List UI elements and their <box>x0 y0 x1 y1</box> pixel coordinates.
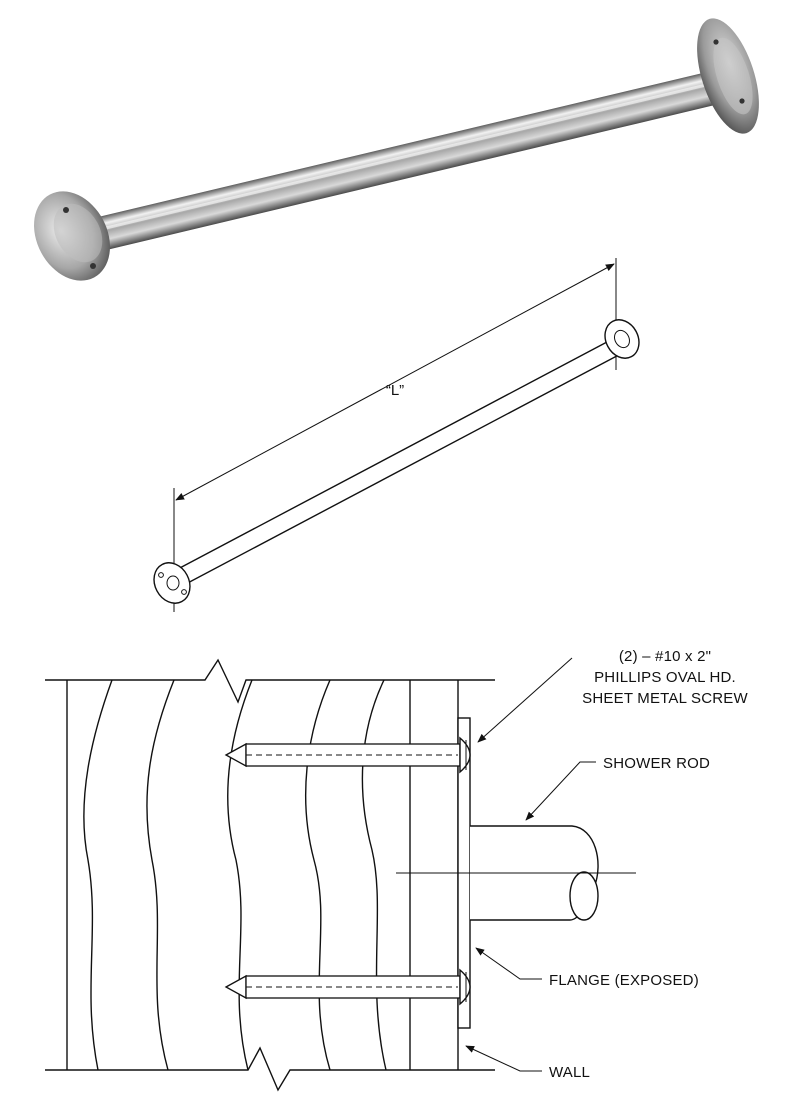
screw-label-line1: (2) – #10 x 2" <box>619 648 711 665</box>
dimension-arrow <box>175 263 615 501</box>
upper-screw <box>224 736 471 774</box>
lower-screw <box>224 968 471 1006</box>
left-flange-photo <box>34 191 110 281</box>
wood-backing <box>45 658 495 1092</box>
screw-label-line2: PHILLIPS OVAL HD. <box>594 669 736 686</box>
installation-section: (2) – #10 x 2" PHILLIPS OVAL HD. SHEET M… <box>45 648 748 1092</box>
flange-label: FLANGE (EXPOSED) <box>549 972 699 989</box>
rod-photo <box>34 18 759 281</box>
wall-leader <box>465 1045 542 1072</box>
screw-label-line3: SHEET METAL SCREW <box>582 690 748 707</box>
rod-dimension-drawing: “L” <box>153 258 640 612</box>
dimension-label: “L” <box>386 382 404 399</box>
shower-rod-label: SHOWER ROD <box>603 755 710 772</box>
wall-label: WALL <box>549 1064 590 1081</box>
flange-leader <box>475 947 542 980</box>
right-flange-photo <box>697 18 759 134</box>
screw-leader <box>477 657 573 743</box>
rod-leader <box>525 761 596 821</box>
shower-rod-section <box>396 825 636 921</box>
